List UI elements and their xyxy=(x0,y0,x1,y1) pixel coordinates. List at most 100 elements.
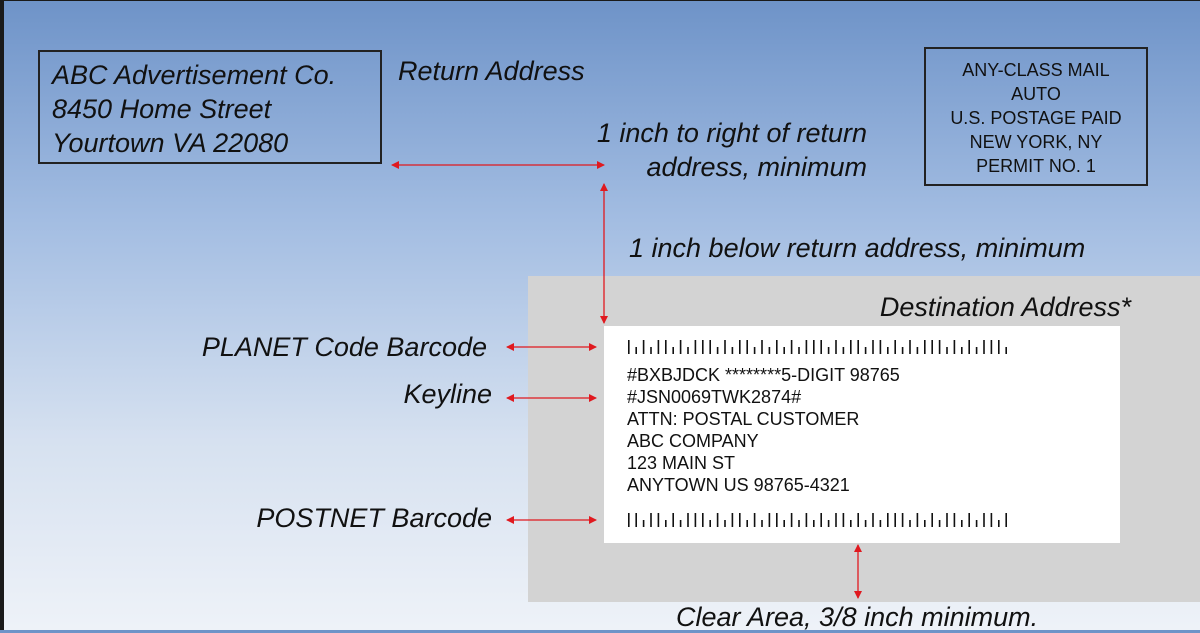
planet-bar xyxy=(746,340,748,354)
return-address-line: ABC Advertisement Co. xyxy=(52,60,337,90)
planet-bar xyxy=(776,340,778,354)
postnet-bar xyxy=(894,513,896,527)
clear-area-label: Clear Area, 3/8 inch minimum. xyxy=(676,602,1039,632)
postnet-bar xyxy=(968,513,970,527)
planet-bar xyxy=(679,340,682,354)
planet-bar xyxy=(857,340,859,354)
planet-bar xyxy=(990,340,993,354)
planet-bar xyxy=(938,340,941,354)
postnet-bar xyxy=(909,520,911,527)
planet-bar xyxy=(650,347,652,354)
planet-bar xyxy=(975,347,978,354)
postnet-bar xyxy=(820,513,822,527)
postnet-bar xyxy=(657,513,660,527)
planet-bar xyxy=(998,340,1000,354)
planet-bar xyxy=(783,347,785,354)
planet-bar xyxy=(628,340,630,354)
planet-bar xyxy=(761,340,763,354)
postnet-bar xyxy=(887,513,889,527)
postnet-bar xyxy=(798,520,800,527)
right-of-return-note-line1: 1 inch to right of return xyxy=(596,118,867,148)
keyline-text: #BXBJDCK ********5-DIGIT 98765 xyxy=(627,365,900,385)
postnet-bar xyxy=(709,520,711,527)
postnet-bar xyxy=(872,513,874,527)
planet-bar xyxy=(635,347,637,354)
planet-bar xyxy=(842,347,845,354)
postnet-bar xyxy=(938,520,941,527)
planet-bar xyxy=(709,340,711,354)
indicia-line: AUTO xyxy=(1011,84,1061,104)
planet-bar xyxy=(739,340,741,354)
planet-bar xyxy=(968,340,970,354)
planet-bar xyxy=(946,347,948,354)
address-line: 123 MAIN ST xyxy=(627,453,736,473)
postnet-bar xyxy=(850,520,852,527)
postnet-bar xyxy=(864,520,867,527)
postnet-bar xyxy=(776,513,778,527)
postnet-bar xyxy=(835,513,837,527)
planet-bar xyxy=(827,347,830,354)
planet-bar xyxy=(694,340,697,354)
planet-bar xyxy=(901,347,904,354)
destination-address-label: Destination Address* xyxy=(879,292,1131,322)
postnet-bar xyxy=(739,513,741,527)
postnet-bar xyxy=(931,513,933,527)
address-label xyxy=(604,326,1120,543)
planet-bar xyxy=(864,347,867,354)
planet-barcode-label: PLANET Code Barcode xyxy=(201,332,487,362)
return-address-label: Return Address xyxy=(398,56,585,86)
planet-bar xyxy=(931,340,933,354)
planet-bar xyxy=(961,347,963,354)
postnet-bar xyxy=(635,513,637,527)
planet-bar xyxy=(805,340,808,354)
planet-bar xyxy=(657,340,660,354)
planet-bar xyxy=(916,347,919,354)
planet-bar xyxy=(768,347,771,354)
planet-bar xyxy=(1005,347,1007,354)
planet-bar xyxy=(887,347,889,354)
planet-barcode xyxy=(628,340,1007,354)
planet-bar xyxy=(820,340,822,354)
planet-bar xyxy=(872,340,874,354)
planet-bar xyxy=(924,340,926,354)
postnet-bar xyxy=(953,513,956,527)
postnet-bar xyxy=(716,513,719,527)
postnet-bar xyxy=(650,513,652,527)
return-address-line: 8450 Home Street xyxy=(52,94,272,124)
postnet-bar xyxy=(901,513,904,527)
postnet-bar xyxy=(679,520,682,527)
postnet-bar xyxy=(702,513,704,527)
postnet-bar xyxy=(998,520,1000,527)
postnet-bar xyxy=(990,513,993,527)
postnet-bar xyxy=(761,520,763,527)
postnet-bar xyxy=(790,513,793,527)
indicia-line: U.S. POSTAGE PAID xyxy=(950,108,1122,128)
postnet-bar xyxy=(805,513,808,527)
postnet-bar xyxy=(665,520,667,527)
postnet-bar xyxy=(946,513,948,527)
postage-indicia-box: ANY-CLASS MAIL AUTO U.S. POSTAGE PAID NE… xyxy=(924,47,1148,186)
planet-bar xyxy=(716,347,719,354)
postnet-bar xyxy=(768,513,771,527)
right-of-return-note-line2: address, minimum xyxy=(646,152,867,182)
planet-bar xyxy=(790,340,793,354)
address-line: ANYTOWN US 98765-4321 xyxy=(627,475,850,495)
planet-bar xyxy=(879,340,882,354)
postnet-bar xyxy=(642,520,645,527)
postnet-bar xyxy=(879,520,882,527)
postnet-bar xyxy=(783,520,785,527)
planet-bar xyxy=(894,340,896,354)
postnet-bar xyxy=(1005,513,1007,527)
postnet-bar xyxy=(731,513,734,527)
planet-bar xyxy=(835,340,837,354)
postnet-bar xyxy=(687,513,689,527)
below-return-note: 1 inch below return address, minimum xyxy=(629,233,1086,263)
postnet-bar xyxy=(746,520,748,527)
planet-bar xyxy=(953,340,956,354)
postnet-bar xyxy=(916,513,919,527)
address-line: ABC COMPANY xyxy=(627,431,759,451)
postnet-bar xyxy=(857,513,859,527)
postnet-bar xyxy=(628,513,630,527)
planet-bar xyxy=(813,340,815,354)
